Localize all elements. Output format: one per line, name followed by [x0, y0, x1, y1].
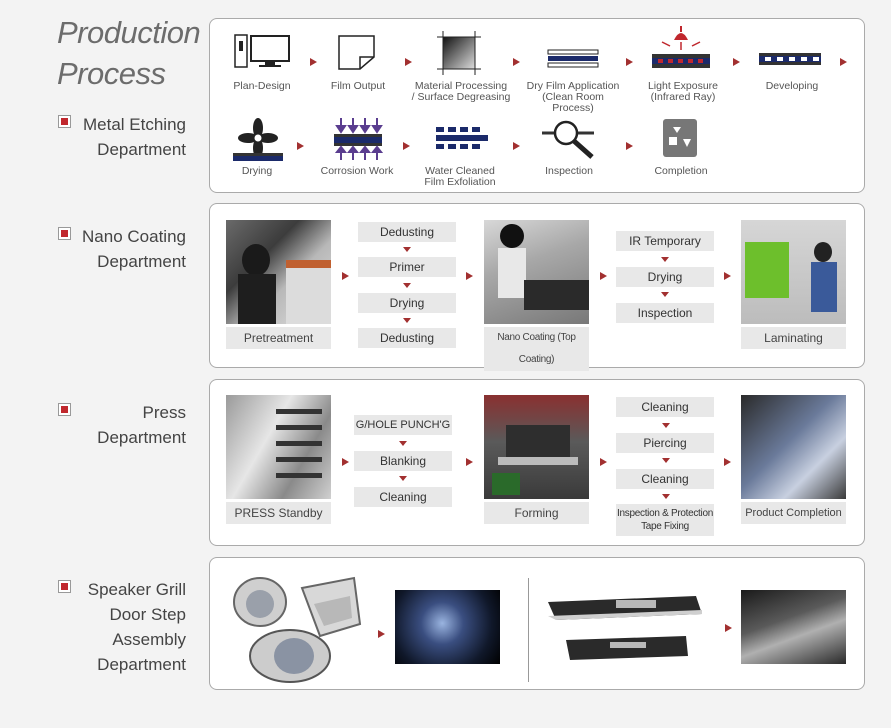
step-completion: Completion [654, 165, 708, 177]
press-step-blanking: Blanking [354, 451, 452, 471]
dry-film-icon [547, 49, 599, 68]
laminating-photo [741, 220, 846, 324]
press-step-ghole-punch: G/HOLE PUNCH'G [354, 415, 452, 435]
nano-coating-photo [484, 220, 589, 324]
dept-label: Metal Etching Department [83, 115, 186, 159]
product-completion-photo [741, 395, 846, 499]
dept-label: Speaker Grill Door Step Assembly Departm… [87, 580, 186, 674]
flow-arrow [600, 272, 607, 280]
door-step-finished-photo [741, 590, 846, 664]
step-plan-design: Plan-Design [233, 80, 291, 92]
flow-arrow [626, 142, 633, 150]
title-line-1: Production [57, 15, 201, 50]
flow-arrow [626, 58, 633, 66]
nano-step-primer: Primer [358, 257, 456, 277]
material-plate-icon [437, 31, 481, 75]
title-line-2: Process [57, 56, 166, 91]
flow-arrow [724, 458, 731, 466]
forming-photo [484, 395, 589, 499]
section-divider [528, 578, 529, 682]
pretreatment-photo [226, 220, 331, 324]
press-step-cleaning-2: Cleaning [616, 397, 714, 417]
step-film-output: Film Output [330, 80, 386, 92]
dept-speaker-grill: Speaker Grill Door Step Assembly Departm… [0, 577, 186, 677]
flow-arrow [342, 272, 349, 280]
bullet-square-icon [58, 227, 71, 240]
caption-laminating: Laminating [741, 327, 846, 349]
step-developing: Developing [765, 80, 819, 92]
dept-press: Press Department [0, 400, 186, 450]
step-corrosion-work: Corrosion Work [320, 165, 394, 177]
bullet-square-icon [58, 115, 71, 128]
step-light-exposure: Light Exposure (Infrared Ray) [647, 80, 719, 103]
down-arrow [662, 423, 670, 428]
step-drying: Drying [241, 165, 273, 177]
flow-arrow [725, 624, 732, 632]
step-material-processing: Material Processing / Surface Degreasing [411, 80, 511, 103]
flow-arrow [405, 58, 412, 66]
flow-arrow [840, 58, 847, 66]
flow-arrow [513, 58, 520, 66]
caption-press-standby: PRESS Standby [226, 502, 331, 524]
down-arrow [662, 494, 670, 499]
flow-arrow [378, 630, 385, 638]
press-step-inspection-protection: Inspection & Protection Tape Fixing [616, 504, 714, 536]
bullet-square-icon [58, 403, 71, 416]
dept-label: Press Department [97, 403, 186, 447]
light-exposure-icon [652, 26, 710, 68]
flow-arrow [466, 458, 473, 466]
down-arrow [662, 458, 670, 463]
caption-pretreatment: Pretreatment [226, 327, 331, 349]
developing-icon [759, 53, 821, 65]
drying-fan-icon [233, 118, 283, 161]
press-step-piercing: Piercing [616, 433, 714, 453]
flow-arrow [310, 58, 317, 66]
down-arrow [399, 441, 407, 446]
down-arrow [403, 247, 411, 252]
down-arrow [403, 318, 411, 323]
press-step-cleaning: Cleaning [354, 487, 452, 507]
door-step-parts-image [548, 596, 702, 660]
page-title: Production Process [57, 12, 201, 94]
nano-step-dedusting: Dedusting [358, 222, 456, 242]
flow-arrow [297, 142, 304, 150]
dept-nano-coating: Nano Coating Department [0, 224, 186, 274]
flow-arrow [403, 142, 410, 150]
film-sheet-icon [338, 35, 375, 70]
computer-icon [234, 34, 290, 68]
down-arrow [399, 476, 407, 481]
flow-arrow [513, 142, 520, 150]
press-step-cleaning-3: Cleaning [616, 469, 714, 489]
step-dry-film-application: Dry Film Application (Clean Room Process… [526, 80, 620, 114]
caption-forming: Forming [484, 502, 589, 524]
press-standby-photo [226, 395, 331, 499]
flow-arrow [466, 272, 473, 280]
speaker-grill-finished-photo [395, 590, 500, 664]
flow-arrow [733, 58, 740, 66]
caption-nano-coating: Nano Coating (Top Coating) [484, 327, 589, 371]
completion-box-icon [663, 119, 697, 157]
flow-arrow [342, 458, 349, 466]
water-cleaned-icon [436, 127, 488, 149]
nano-step-ir-temporary: IR Temporary [616, 231, 714, 251]
flow-arrow [600, 458, 607, 466]
corrosion-spray-icon [334, 118, 383, 160]
nano-step-drying-2: Drying [616, 267, 714, 287]
nano-step-drying: Drying [358, 293, 456, 313]
step-water-cleaned: Water Cleaned Film Exfoliation [424, 165, 496, 188]
down-arrow [661, 292, 669, 297]
bullet-square-icon [58, 580, 71, 593]
step-inspection: Inspection [545, 165, 593, 177]
down-arrow [403, 283, 411, 288]
caption-product-completion: Product Completion [741, 502, 846, 524]
inspection-magnifier-icon [542, 120, 594, 159]
dept-label: Nano Coating Department [82, 227, 186, 271]
flow-arrow [724, 272, 731, 280]
speaker-grill-parts-image [233, 576, 362, 683]
dept-metal-etching: Metal Etching Department [0, 112, 186, 162]
nano-step-inspection: Inspection [616, 303, 714, 323]
metal-etching-panel [209, 18, 865, 193]
down-arrow [661, 257, 669, 262]
nano-step-dedusting-2: Dedusting [358, 328, 456, 348]
